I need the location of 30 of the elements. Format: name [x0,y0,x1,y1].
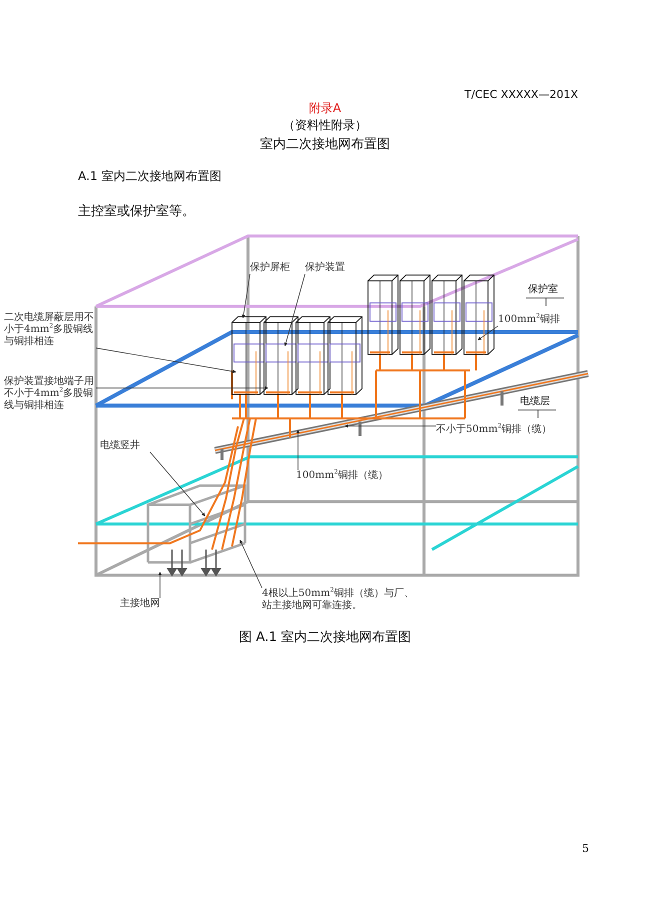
leader-line [96,348,236,374]
callout-text: 100mm$^{2}$铜排 [498,314,576,326]
callout-text: 电缆竖井 [100,440,150,452]
leader-line [158,572,162,598]
callout-text: 4根以上50mm$^{2}$铜排（缆）与厂、站主接地网可靠连接。 [262,588,422,612]
callout-text: 100mm$^{2}$铜排（缆） [296,470,416,482]
leader-line [240,540,262,588]
leader-line [150,452,206,516]
callout-text: 主接地网 [120,598,170,610]
leader-line [296,430,300,470]
appendix-heading: 附录A [308,100,342,117]
figure-caption: 图 A.1 室内二次接地网布置图 [238,629,412,646]
section-heading: A.1 室内二次接地网布置图 [78,168,222,185]
leader-line [284,274,306,346]
body-text: 主控室或保护室等。 [78,203,195,220]
leader-line [478,326,498,340]
page-number: 5 [582,842,589,855]
callout-text: 保护屏柜 [250,262,300,274]
room-label: 保护室 [528,282,558,296]
room-label: 电缆层 [520,394,550,408]
leader-line [96,386,268,390]
leader-line [242,274,250,318]
leader-line [344,424,436,428]
figure-title: 室内二次接地网布置图 [259,136,391,153]
callout-text: 保护装置接地端子用不小于4mm$^{2}$多股铜线与铜排相连 [4,376,96,412]
callout-text: 二次电缆屏蔽层用不小于4mm$^{2}$多股铜线与铜排相连 [4,312,96,348]
document-code: T/CEC XXXXX—201X [464,88,578,101]
appendix-note: （资料性附录） [282,117,368,134]
callout-text: 保护装置 [305,262,355,274]
callout-text: 不小于50mm$^{2}$铜排（缆） [436,424,570,436]
